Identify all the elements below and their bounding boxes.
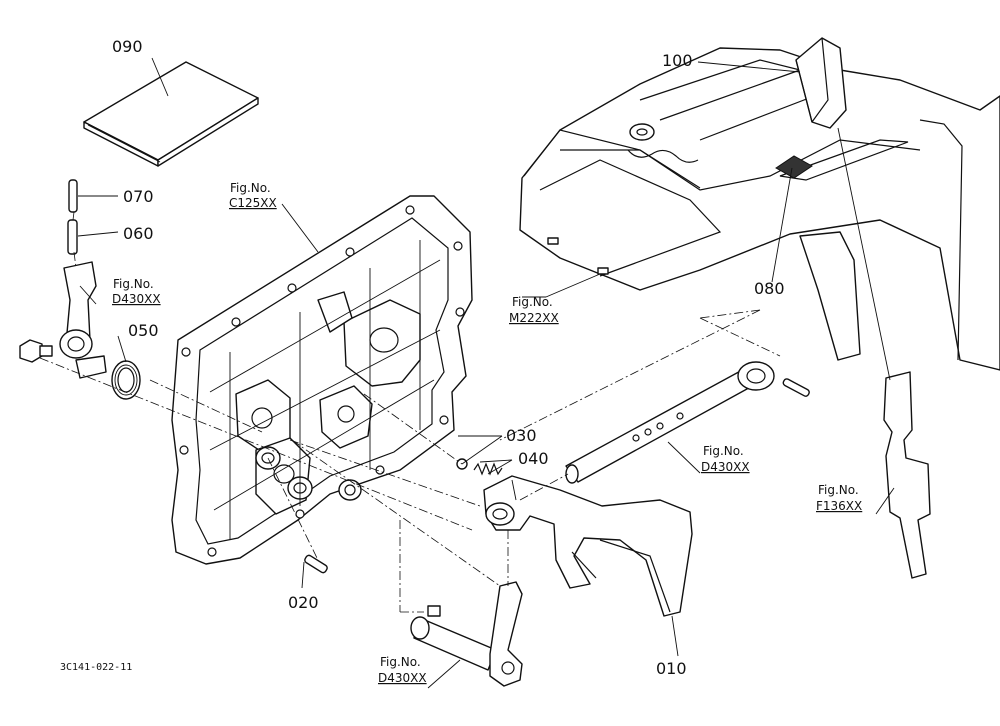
shift-arm-left xyxy=(59,261,107,379)
decal-080 xyxy=(775,155,813,179)
part-number: 070 xyxy=(123,187,154,206)
bolt-left xyxy=(19,339,53,363)
part-number: 060 xyxy=(123,224,154,243)
fig-ref-code: M222XX xyxy=(509,311,559,325)
fig-ref-code: C125XX xyxy=(229,196,277,210)
diagram-id: 3C141-022-11 xyxy=(60,662,132,673)
manual-booklet xyxy=(83,61,259,167)
part-number: 020 xyxy=(288,593,319,612)
lever-rod xyxy=(837,127,931,579)
transmission-case-cover xyxy=(171,195,473,565)
fig-ref-code: D430XX xyxy=(378,671,427,685)
fig-ref-code: F136XX xyxy=(816,499,862,513)
part-number: 090 xyxy=(112,37,143,56)
leader-lines xyxy=(77,57,895,689)
shift-rod xyxy=(565,361,810,484)
assembly-centerlines xyxy=(39,211,781,613)
fig-ref-prefix: Fig.No. xyxy=(512,295,553,309)
roll-pin-020 xyxy=(304,554,328,574)
part-number: 100 xyxy=(662,51,693,70)
oil-seal-050 xyxy=(111,360,141,400)
part-number: 050 xyxy=(128,321,159,340)
fig-ref-prefix: Fig.No. xyxy=(380,655,421,669)
pin-060 xyxy=(67,219,78,255)
shift-fork-010 xyxy=(483,475,693,617)
fig-ref-prefix: Fig.No. xyxy=(113,277,154,291)
fig-ref-code: D430XX xyxy=(701,460,750,474)
part-number: 080 xyxy=(754,279,785,298)
part-number: 030 xyxy=(506,426,537,445)
part-number-labels: 090 070 060 050 100 080 030 040 020 010 xyxy=(112,37,785,678)
fig-ref-prefix: Fig.No. xyxy=(230,181,271,195)
pin-070 xyxy=(68,179,78,213)
figure-references: Fig.No. C125XX Fig.No. D430XX Fig.No. M2… xyxy=(112,181,862,685)
fig-ref-code: D430XX xyxy=(112,292,161,306)
shift-lever-lower xyxy=(489,581,523,687)
shift-shaft-lower xyxy=(410,605,497,671)
part-number: 010 xyxy=(656,659,687,678)
lever-guide-housing xyxy=(519,47,1000,371)
lever-knob-100 xyxy=(795,37,847,129)
part-number: 040 xyxy=(518,449,549,468)
fig-ref-prefix: Fig.No. xyxy=(703,444,744,458)
spring-040 xyxy=(473,462,503,476)
fig-ref-prefix: Fig.No. xyxy=(818,483,859,497)
